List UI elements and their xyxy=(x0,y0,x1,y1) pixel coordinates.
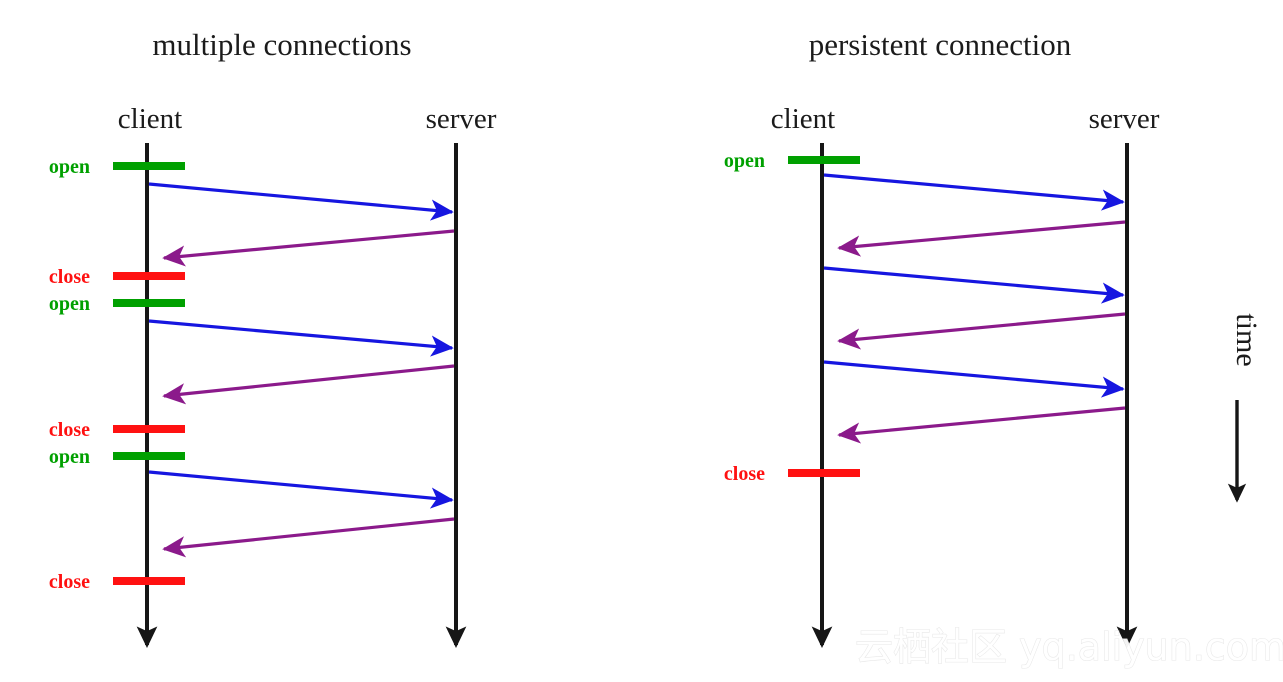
event-label-close: close xyxy=(49,419,90,441)
messages-left xyxy=(148,182,455,558)
events-right: open close xyxy=(724,150,860,485)
message-response xyxy=(837,220,1126,257)
event-label-open: open xyxy=(49,446,90,468)
message-request xyxy=(148,470,454,509)
event-label-close: close xyxy=(49,266,90,288)
panel-persistent-connection: persistent connection client server open xyxy=(724,27,1160,649)
messages-right xyxy=(823,173,1126,444)
actor-label-server-right: server xyxy=(1089,103,1160,135)
time-axis: time xyxy=(1227,313,1263,503)
message-response xyxy=(162,364,455,405)
panel-title-persistent: persistent connection xyxy=(809,27,1072,62)
message-request xyxy=(823,266,1125,304)
time-axis-label: time xyxy=(1230,313,1263,366)
message-response xyxy=(837,312,1126,350)
events-left: open close open close open close xyxy=(49,156,185,593)
message-response xyxy=(162,229,455,267)
message-request xyxy=(148,182,454,221)
actor-label-server-left: server xyxy=(426,103,497,135)
event-label-open: open xyxy=(49,293,90,315)
event-label-close: close xyxy=(724,463,765,485)
watermark-label: 云栖社区 yq.aliyun.com xyxy=(855,625,1283,669)
message-request xyxy=(823,173,1125,211)
message-response xyxy=(837,406,1126,444)
panel-title-multiple: multiple connections xyxy=(152,27,411,62)
actor-label-client-right: client xyxy=(771,103,835,135)
event-label-open: open xyxy=(49,156,90,178)
message-request xyxy=(823,360,1125,398)
event-label-close: close xyxy=(49,571,90,593)
event-label-open: open xyxy=(724,150,765,172)
actor-label-client-left: client xyxy=(118,103,182,135)
message-response xyxy=(162,517,455,558)
message-request xyxy=(148,319,454,357)
panel-multiple-connections: multiple connections client server open xyxy=(49,27,497,649)
